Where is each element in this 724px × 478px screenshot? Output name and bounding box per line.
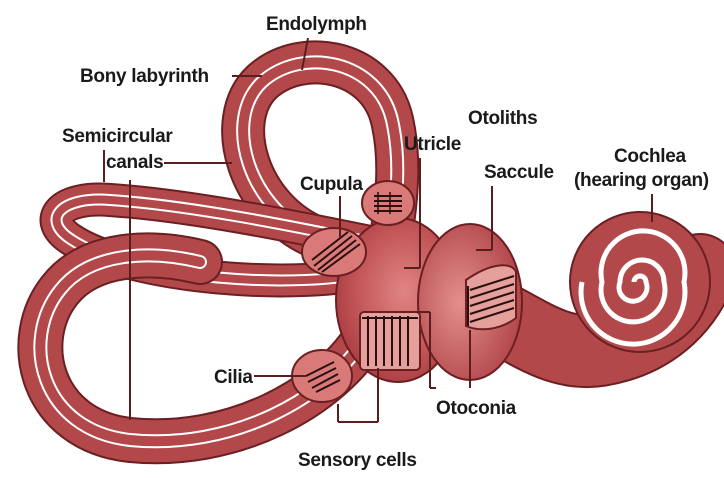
saccule-macula: [466, 265, 516, 329]
label-endolymph: Endolymph: [266, 14, 367, 35]
label-cochlea-2: (hearing organ): [574, 170, 709, 191]
utricle-macula: [360, 312, 420, 370]
label-semicircular-canals-2: canals: [106, 152, 163, 173]
label-cochlea-1: Cochlea: [614, 146, 687, 167]
label-bony-labyrinth: Bony labyrinth: [80, 66, 209, 87]
cupula-ampulla: [302, 228, 366, 276]
label-saccule: Saccule: [484, 162, 554, 183]
label-utricle: Utricle: [404, 134, 461, 155]
ampulla-top: [362, 181, 414, 225]
label-semicircular-canals-1: Semicircular: [62, 126, 173, 147]
label-cilia: Cilia: [214, 367, 253, 388]
label-otoconia: Otoconia: [436, 398, 517, 419]
label-cupula: Cupula: [300, 174, 363, 195]
label-otoliths: Otoliths: [468, 108, 537, 129]
label-sensory-cells: Sensory cells: [298, 450, 417, 471]
